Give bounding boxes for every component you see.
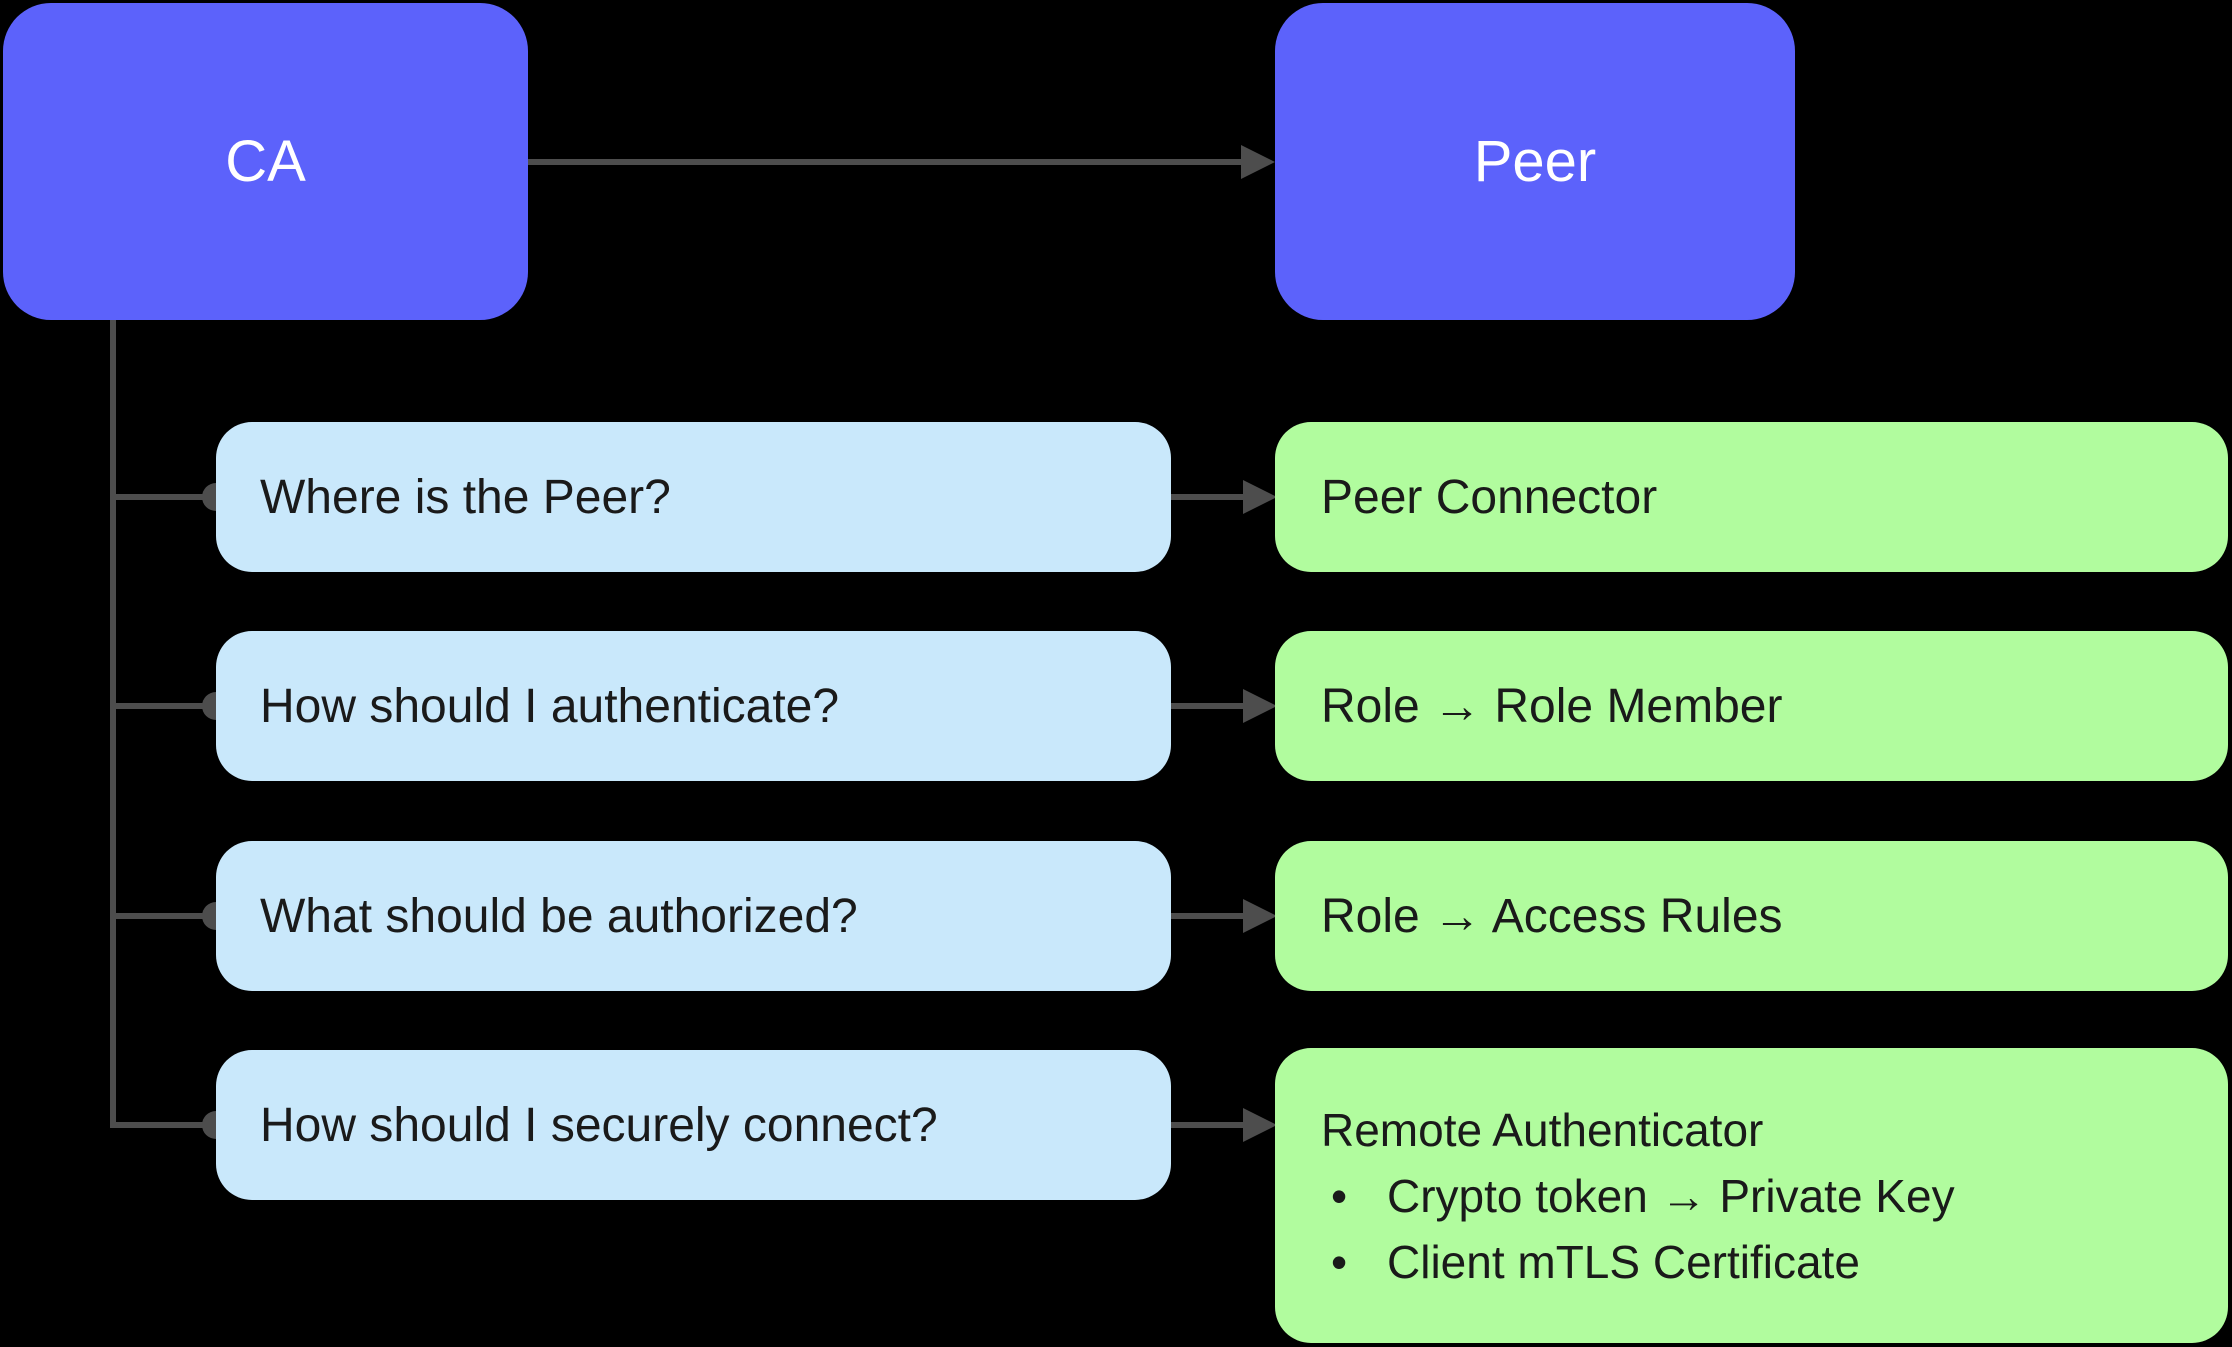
question-label: What should be authorized? xyxy=(260,889,858,943)
question-box-securely-connect: How should I securely connect? xyxy=(216,1050,1171,1200)
node-ca-label: CA xyxy=(225,129,306,194)
bullet-icon: • xyxy=(1331,1169,1348,1222)
branch-line-row-3 xyxy=(110,913,206,919)
answer-bullet-item: • Crypto token → Private Key xyxy=(1321,1163,2228,1229)
question-box-where-is-the-peer: Where is the Peer? xyxy=(216,422,1171,572)
node-ca: CA xyxy=(3,3,528,320)
branch-line-row-2 xyxy=(110,703,206,709)
ca-to-peer-arrowhead-icon xyxy=(1241,145,1275,179)
question-to-answer-line-row-1 xyxy=(1171,494,1245,500)
question-box-what-authorized: What should be authorized? xyxy=(216,841,1171,991)
answer-box-access-rules: Role → Access Rules xyxy=(1275,841,2228,991)
answer-bullet-item: • Client mTLS Certificate xyxy=(1321,1229,2228,1295)
question-to-answer-arrowhead-icon xyxy=(1243,899,1277,933)
node-peer-label: Peer xyxy=(1473,129,1597,194)
branch-line-row-1 xyxy=(110,494,206,500)
question-to-answer-arrowhead-icon xyxy=(1243,480,1277,514)
question-to-answer-line-row-3 xyxy=(1171,913,1245,919)
answer-bullet-label: Client mTLS Certificate xyxy=(1387,1235,1860,1288)
answer-title: Remote Authenticator xyxy=(1321,1103,1764,1156)
answer-label: Role → Role Member xyxy=(1321,679,1783,733)
answer-label: Peer Connector xyxy=(1321,470,1658,524)
question-to-answer-arrowhead-icon xyxy=(1243,1108,1277,1142)
answer-box-peer-connector: Peer Connector xyxy=(1275,422,2228,572)
question-label: How should I securely connect? xyxy=(260,1098,938,1152)
question-label: Where is the Peer? xyxy=(260,470,671,524)
branch-line-row-4 xyxy=(110,1122,206,1128)
node-peer: Peer xyxy=(1275,3,1795,320)
question-to-answer-line-row-4 xyxy=(1171,1122,1245,1128)
question-to-answer-line-row-2 xyxy=(1171,703,1245,709)
answer-bullet-label: Crypto token → Private Key xyxy=(1387,1169,1955,1222)
ca-to-peer-connector-line xyxy=(528,159,1243,165)
answer-box-remote-authenticator: Remote Authenticator • Crypto token → Pr… xyxy=(1275,1048,2228,1343)
answer-label: Role → Access Rules xyxy=(1321,889,1783,943)
question-box-how-authenticate: How should I authenticate? xyxy=(216,631,1171,781)
question-to-answer-arrowhead-icon xyxy=(1243,689,1277,723)
question-label: How should I authenticate? xyxy=(260,679,840,733)
ca-trunk-line xyxy=(110,320,116,1128)
bullet-icon: • xyxy=(1331,1235,1348,1288)
answer-box-role-member: Role → Role Member xyxy=(1275,631,2228,781)
